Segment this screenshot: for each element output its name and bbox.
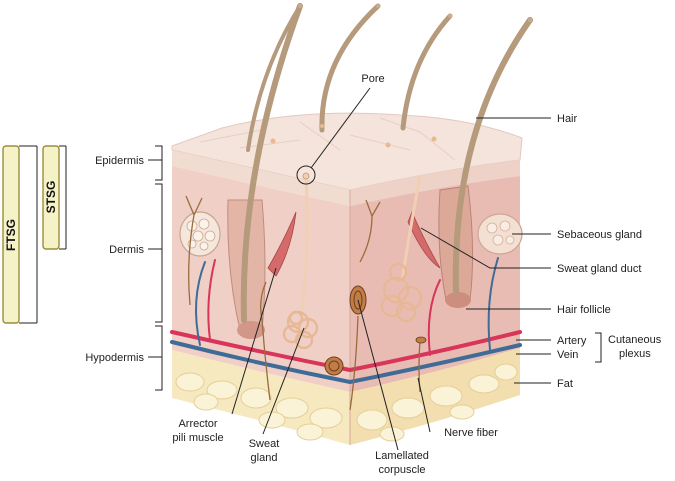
ftsg-bar: FTSG [2,145,20,324]
fat-lobules [175,363,518,442]
hypodermis-label: Hypodermis [85,352,144,364]
dermis-side [350,176,520,392]
stsg-bar: STSG [42,145,60,250]
vein-label: Vein [557,349,578,361]
arrector-pili-label-1: Arrector [178,418,217,430]
hair-label: Hair [557,113,578,125]
artery-label: Artery [557,335,587,347]
sweat-gland-leader [262,327,305,435]
hair-shafts [240,3,533,323]
epidermis-bracket [148,145,163,181]
pore-icon [302,172,310,180]
nerve-fiber-leader [417,377,431,433]
pore-marker [296,165,316,185]
nerve-ending [415,336,427,344]
ftsg-label: FTSG [4,219,18,251]
arrector-pili-muscle [267,210,441,277]
hair-follicle-label: Hair follicle [557,304,611,316]
lamellated-corpuscle-label-1: Lamellated [375,450,429,462]
dermis-bracket [148,183,163,323]
sweat-gland-label-2: gland [251,452,278,464]
sweat-gland-side [380,175,423,323]
nerve-fiber [185,195,421,411]
sweat-gland-duct-label: Sweat gland duct [557,263,641,275]
vein [170,257,522,385]
plexus-bracket [595,332,602,363]
surface-pores [270,124,437,148]
arrector-pili-label-2: pili muscle [172,432,223,444]
pore-label: Pore [361,73,384,85]
sebaceous-gland-label: Sebaceous gland [557,229,642,241]
sebaceous-gland-front [179,211,221,257]
sebaceous-gland-side [477,213,523,255]
epidermis-side [350,160,520,206]
pore-leader [310,87,371,169]
cutaneous-plexus-label-2: plexus [619,348,651,360]
epidermis-label: Epidermis [95,155,144,167]
sweat-duct-leader [420,227,551,269]
artery [170,259,522,373]
hypodermis-bracket [148,325,163,391]
sweat-gland-front [282,177,319,350]
dermis-label: Dermis [109,244,144,256]
sweat-gland-label-1: Sweat [249,438,280,450]
stsg-label: STSG [44,181,58,214]
lamellated-corpuscle [324,285,367,376]
cutaneous-plexus-label-1: Cutaneous [608,334,662,346]
arrector-leader [231,267,277,415]
corpuscle-leader [357,299,399,451]
nerve-fiber-label: Nerve fiber [444,427,498,439]
lamellated-corpuscle-label-2: corpuscle [378,464,425,476]
hair-tips [298,4,532,22]
fat-label: Fat [557,378,573,390]
